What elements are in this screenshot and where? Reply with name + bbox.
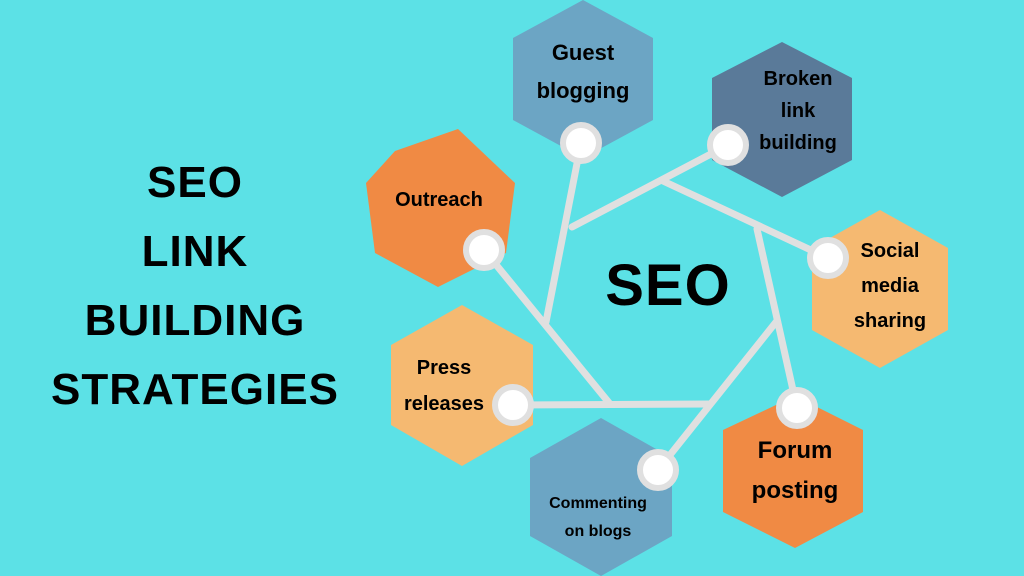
label-line: link [780, 100, 816, 122]
hexagon-broken-link-building [712, 42, 852, 197]
node-press-releases [492, 384, 534, 426]
connector-social-media-sharing [659, 177, 832, 262]
connector-outreach [480, 246, 614, 408]
title-line-1: SEO [147, 158, 243, 207]
label-line: building [759, 132, 837, 154]
node-social-media-sharing [807, 237, 849, 279]
label-social-media-sharing: Social media sharing [845, 234, 935, 339]
label-line: on blogs [564, 523, 632, 540]
label-line: Guest [551, 40, 615, 65]
label-commenting-on-blogs: Commenting on blogs [530, 490, 666, 546]
label-line: Forum [757, 437, 833, 464]
title-line-4: STRATEGIES [51, 365, 339, 414]
connector-broken-link-building [568, 141, 732, 231]
hexagon-forum-posting [723, 396, 863, 548]
hexagon-commenting-on-blogs [530, 418, 672, 576]
connector-nodes [463, 122, 849, 491]
label-press-releases: Press releases [385, 350, 503, 422]
hexagon-guest-blogging [513, 0, 653, 158]
label-line: Social [860, 240, 920, 262]
node-forum-posting [776, 387, 818, 429]
label-guest-blogging: Guest blogging [513, 34, 653, 110]
hexagon-press-releases [391, 305, 533, 466]
connector-lines [480, 139, 832, 474]
label-line: Broken [763, 68, 833, 90]
page-title: SEO LINK BUILDING STRATEGIES [20, 148, 370, 424]
center-seo-label: SEO [605, 253, 731, 318]
title-line-2: LINK [141, 227, 249, 276]
label-line: Press [416, 357, 472, 379]
node-broken-link-building [707, 124, 749, 166]
label-line: Commenting [549, 495, 647, 512]
node-commenting-on-blogs [637, 449, 679, 491]
node-guest-blogging [560, 122, 602, 164]
node-outreach [463, 229, 505, 271]
label-line: sharing [853, 310, 927, 332]
connector-commenting-on-blogs [654, 318, 780, 474]
title-line-3: BUILDING [84, 296, 306, 345]
label-line: blogging [536, 78, 630, 103]
connector-forum-posting [753, 225, 801, 412]
label-broken-link-building: Broken link building [742, 63, 854, 159]
label-line: releases [403, 393, 485, 415]
label-line: posting [751, 477, 839, 504]
label-line: Outreach [395, 189, 483, 211]
label-line: media [861, 275, 919, 297]
connector-guest-blogging [542, 139, 585, 326]
label-outreach: Outreach [372, 186, 506, 214]
label-forum-posting: Forum posting [730, 431, 860, 511]
